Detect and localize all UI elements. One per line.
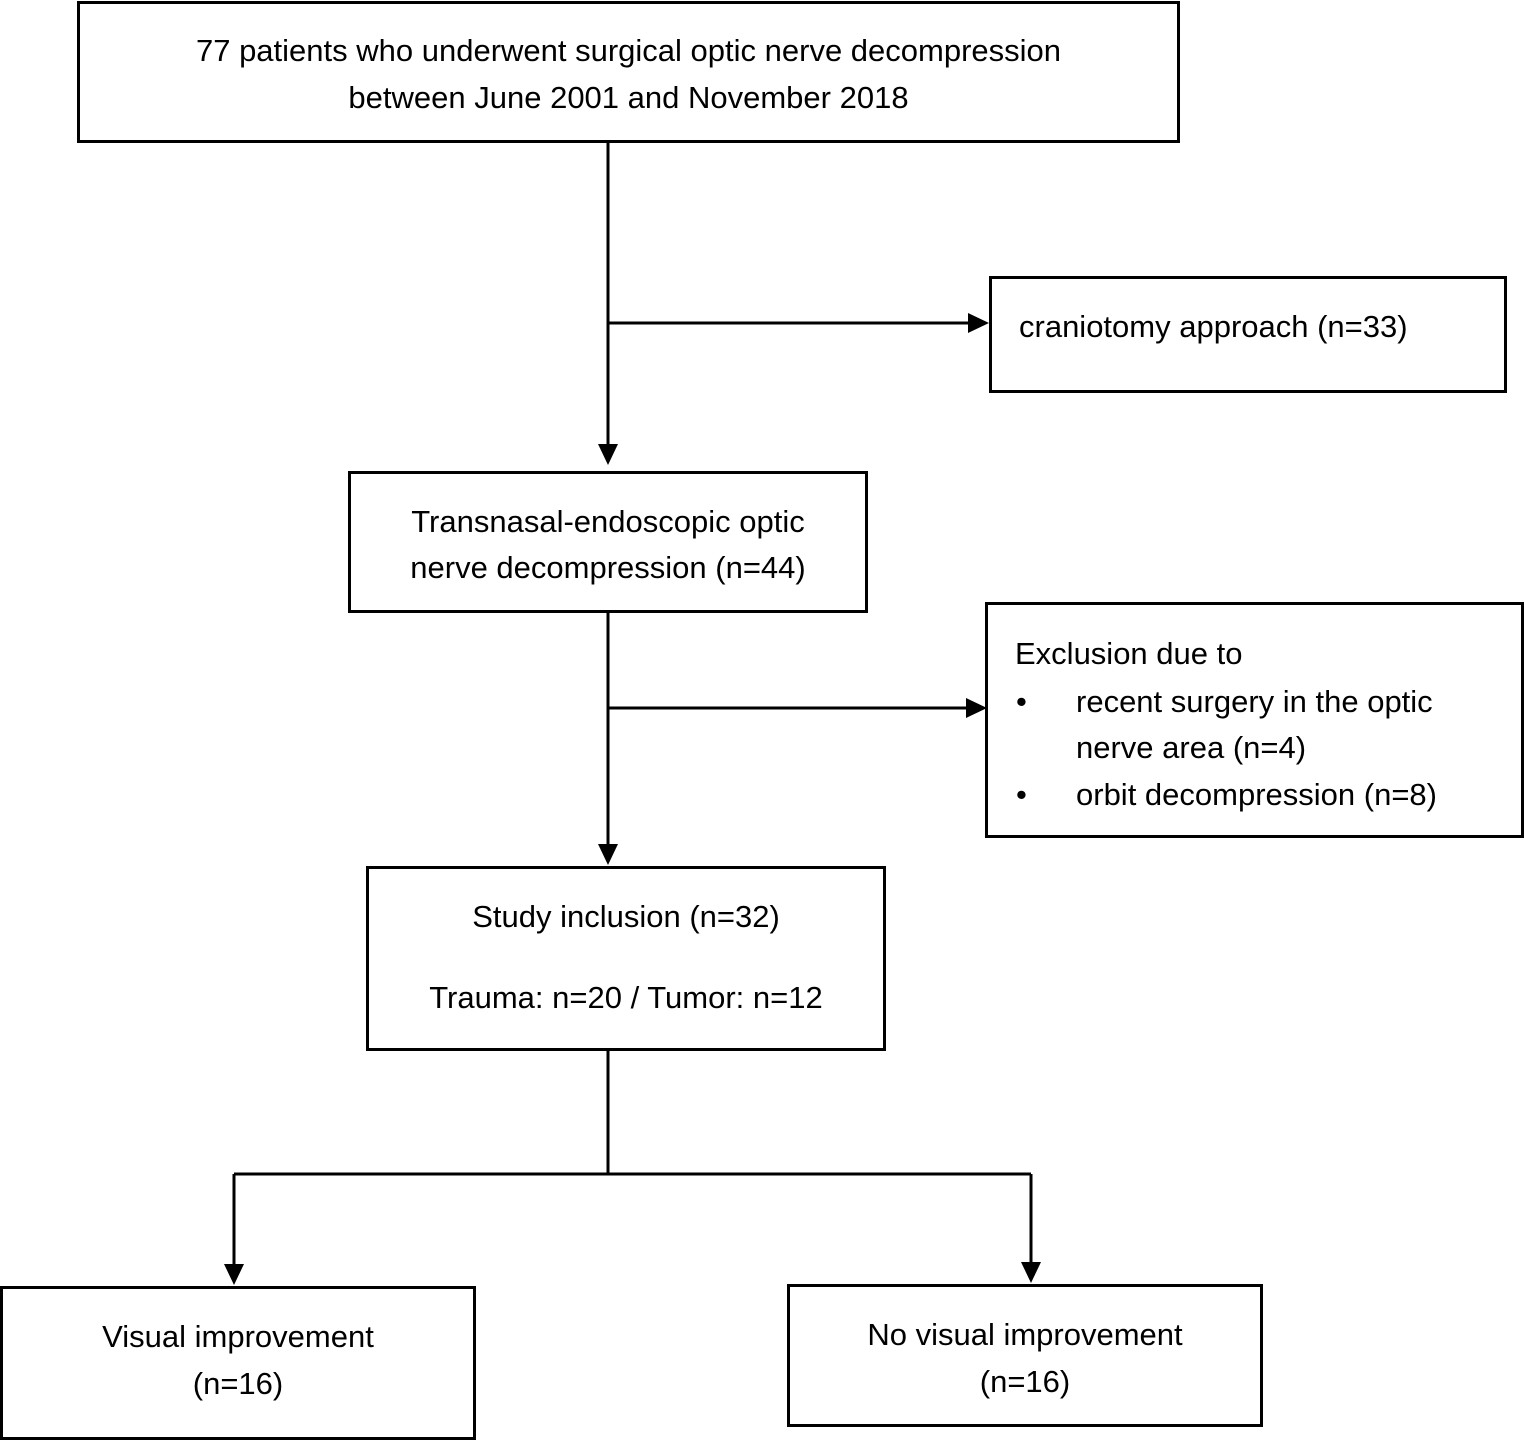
- arrow-to-exclusion: [966, 698, 987, 718]
- study-line-2: Trauma: n=20 / Tumor: n=12: [429, 980, 823, 1015]
- box-no-visual-improvement: No visual improvement (n=16): [787, 1284, 1263, 1427]
- novisual-line-1: No visual improvement: [867, 1317, 1183, 1352]
- exclusion-item-1-line-2: nerve area (n=4): [1076, 730, 1307, 765]
- total-line-1: 77 patients who underwent surgical optic…: [195, 33, 1062, 68]
- bullet-icon: •: [1016, 684, 1027, 719]
- exclusion-item-1-line-1: recent surgery in the optic: [1076, 684, 1433, 719]
- box-transnasal: Transnasal-endoscopic optic nerve decomp…: [348, 471, 868, 613]
- craniotomy-text: craniotomy approach (n=33): [1019, 309, 1408, 344]
- novisual-line-2: (n=16): [979, 1364, 1071, 1399]
- transnasal-line-2: nerve decompression (n=44): [410, 550, 806, 585]
- arrow-to-craniotomy: [968, 313, 989, 333]
- arrow-to-transnasal: [598, 444, 618, 465]
- transnasal-line-1: Transnasal-endoscopic optic: [411, 504, 805, 539]
- total-line-2: between June 2001 and November 2018: [348, 80, 909, 115]
- exclusion-heading: Exclusion due to: [1015, 636, 1243, 671]
- study-line-1: Study inclusion (n=32): [472, 899, 780, 934]
- arrow-to-study: [598, 844, 618, 865]
- arrow-to-visual: [224, 1264, 244, 1285]
- exclusion-item-2-line-1: orbit decompression (n=8): [1076, 777, 1437, 812]
- visual-line-2: (n=16): [192, 1366, 284, 1401]
- box-exclusion: Exclusion due to • recent surgery in the…: [985, 602, 1524, 838]
- box-visual-improvement: Visual improvement (n=16): [0, 1286, 476, 1440]
- box-craniotomy: craniotomy approach (n=33): [989, 276, 1507, 393]
- visual-line-1: Visual improvement: [102, 1319, 374, 1354]
- box-total-patients: 77 patients who underwent surgical optic…: [77, 1, 1180, 143]
- bullet-icon: •: [1016, 777, 1027, 812]
- box-study-inclusion: Study inclusion (n=32) Trauma: n=20 / Tu…: [366, 866, 886, 1051]
- arrow-to-novisual: [1021, 1262, 1041, 1283]
